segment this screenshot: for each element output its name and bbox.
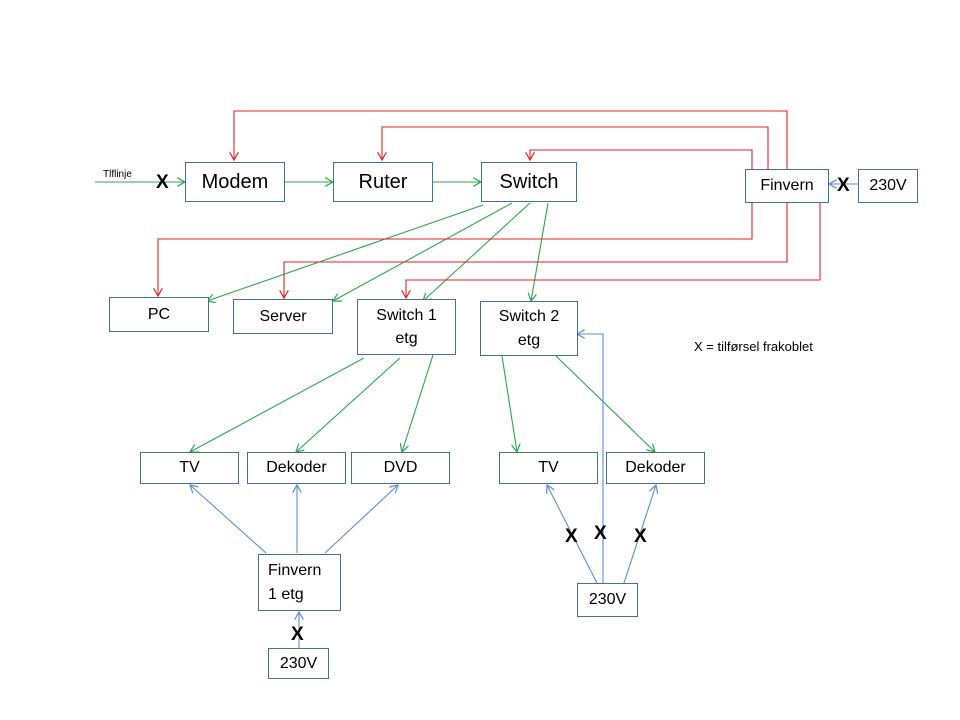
tv1-box: TV xyxy=(140,452,239,484)
disconnect-mark-dekoder2: X xyxy=(634,526,647,547)
power-230v-floor1-box: 230V xyxy=(268,648,329,679)
tv2-box: TV xyxy=(499,452,598,484)
line-finvern-pc xyxy=(158,202,753,296)
disconnect-mark-finvern: X xyxy=(837,175,850,196)
line-switch-switch2 xyxy=(531,202,549,301)
tv2-label: TV xyxy=(538,459,559,477)
switch1-label: Switch 1 etg xyxy=(376,306,437,347)
switch1-box: Switch 1 etg xyxy=(357,299,456,355)
switch2-label: Switch 2 etg xyxy=(498,308,560,349)
modem-label: Modem xyxy=(201,170,269,193)
ruter-box: Ruter xyxy=(333,162,433,202)
switch-box: Switch xyxy=(481,162,577,202)
dvd-label: DVD xyxy=(383,459,418,477)
finvern-label: Finvern xyxy=(760,177,814,195)
finvern1-box: Finvern 1 etg xyxy=(258,554,341,611)
line-finvern-ruter xyxy=(382,126,769,169)
switch-label: Switch xyxy=(499,170,559,193)
disconnect-mark-floor1: X xyxy=(291,624,304,645)
line-switch1-tv1 xyxy=(190,357,365,452)
power-230v-floor1-label: 230V xyxy=(279,654,318,672)
line-finvern1-dvd xyxy=(324,485,398,554)
line-switch-switch1 xyxy=(423,202,531,301)
dekoder2-box: Dekoder xyxy=(606,452,705,484)
line-finvern-modem xyxy=(234,110,788,169)
tlflinje-label: Tlflinje xyxy=(103,169,132,180)
switch2-box: Switch 2 etg xyxy=(480,301,578,356)
power-230v-top-label: 230V xyxy=(869,177,907,195)
tv1-label: TV xyxy=(179,459,200,477)
power-230v-top-box: 230V xyxy=(858,169,918,203)
disconnect-mark-tlflinje: X xyxy=(156,172,169,193)
dekoder2-label: Dekoder xyxy=(625,459,686,477)
line-230v-dekoder2 xyxy=(623,485,656,584)
server-box: Server xyxy=(233,299,333,334)
power-230v-floor2-label: 230V xyxy=(588,591,627,609)
line-switch2-dekoder2 xyxy=(555,355,655,452)
power-230v-floor2-box: 230V xyxy=(577,583,638,617)
modem-box: Modem xyxy=(185,162,285,202)
line-230v-switch2 xyxy=(577,334,604,583)
legend-note: X = tilførsel frakoblet xyxy=(694,339,813,354)
disconnect-mark-switch2: X xyxy=(594,523,607,544)
server-label: Server xyxy=(259,307,307,325)
line-switch-pc xyxy=(207,204,484,301)
line-switch-server xyxy=(333,202,513,301)
pc-label: PC xyxy=(147,305,171,323)
line-switch1-dekoder1 xyxy=(296,357,401,452)
finvern1-label: Finvern 1 etg xyxy=(268,562,322,603)
line-230v-tv2 xyxy=(547,485,598,584)
disconnect-mark-tv2: X xyxy=(565,526,578,547)
ruter-label: Ruter xyxy=(358,170,408,193)
line-finvern-switch1 xyxy=(406,202,821,298)
line-finvern-switch xyxy=(530,149,753,169)
pc-box: PC xyxy=(109,297,209,332)
line-finvern-server xyxy=(284,202,788,298)
finvern-box: Finvern xyxy=(745,169,829,203)
dekoder1-label: Dekoder xyxy=(266,459,327,477)
line-finvern1-tv1 xyxy=(190,485,267,554)
dekoder1-box: Dekoder xyxy=(247,452,346,484)
dvd-box: DVD xyxy=(351,452,450,484)
line-switch1-dvd xyxy=(402,354,434,452)
line-switch2-tv2 xyxy=(501,355,517,452)
